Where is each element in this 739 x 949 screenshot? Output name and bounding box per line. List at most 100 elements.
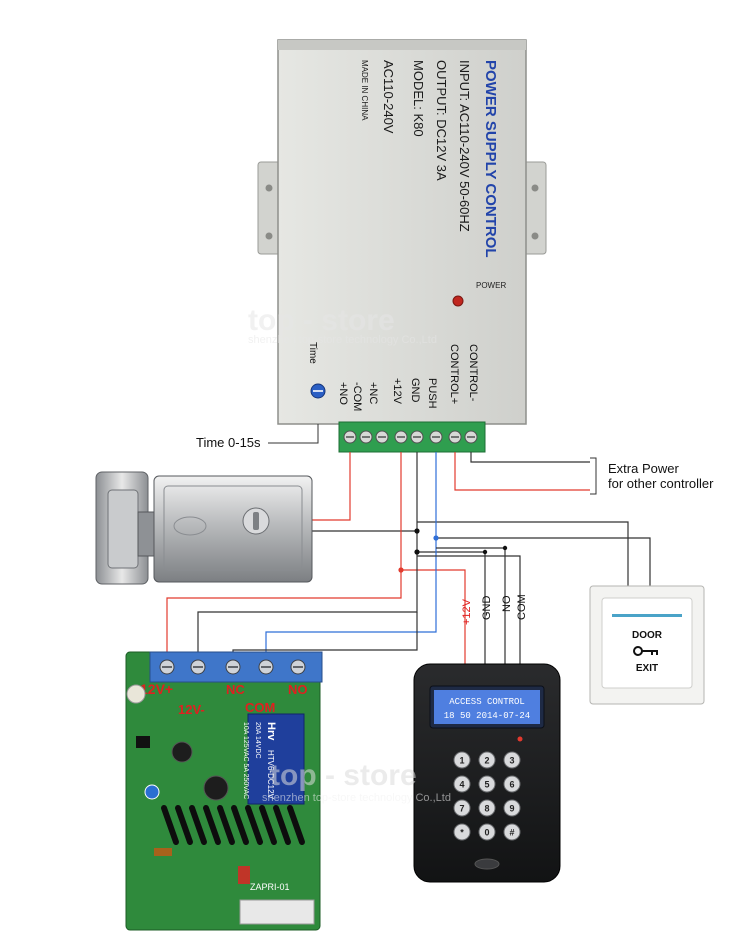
terminal-screw-icon [375,430,389,444]
receiver-label-12v-plus: 12V+ [140,681,173,697]
keypad-screen-line1: ACCESS CONTROL [449,697,525,707]
terminal-label-12v: +12V [391,378,403,405]
keypad-key[interactable]: 4 [453,775,471,793]
receiver-label-com: COM [245,700,275,715]
antenna-base-icon [126,684,146,704]
card-reader-icon [474,858,500,870]
wire-keypad-12v [400,452,466,664]
watermark-brand: top - store [248,304,395,337]
keypad-key[interactable]: * [453,823,471,841]
keypad-key[interactable]: # [503,823,521,841]
watermark-bottom: top - store shenzhen top-store technolog… [262,759,451,804]
keypad-screen-line2: 18 50 2014-07-24 [444,711,530,721]
led-icon [238,866,250,884]
keypad-wire-label-12v: +12V [461,598,473,625]
keypad-key[interactable]: 2 [478,751,496,769]
wire-receiver-gnd [197,531,418,655]
receiver-label-sticker [239,899,315,925]
keyhole-icon [253,512,259,530]
junction-dot-icon [398,567,404,573]
wire-keypad-gnd [417,551,486,664]
keypad-key-label: 6 [509,780,514,790]
power-led-icon [452,295,464,307]
junction-dot-icon [433,535,439,541]
wire-keypad-com [417,555,521,664]
relay-spec2: 10A 125VAC 5A 250VAC [242,722,249,799]
terminal-label-control-minus: CONTROL- [467,344,479,402]
electric-lock-icon [95,471,313,585]
psu-made-in: MADE IN CHINA [360,60,369,121]
keypad-key-label: 7 [459,804,464,814]
terminal-screw-icon [410,430,424,444]
keypad-wire-labels: +12V GND NO COM [461,594,528,625]
psu-output: OUTPUT: DC12V 3A [434,60,449,181]
access-keypad: ACCESS CONTROL 18 50 2014-07-24 1 2 3 4 5 6 7 8… [413,663,561,883]
keypad-key[interactable]: 5 [478,775,496,793]
inductor-icon [154,848,172,856]
psu-body [277,39,527,425]
lock-face [163,485,303,571]
extra-power-bracket [590,457,597,495]
psu-label-block: POWER SUPPLY CONTROL INPUT: AC110-240V 5… [360,60,499,258]
psu-title: POWER SUPPLY CONTROL [482,60,499,258]
relay-spec1: 20A 14VDC [254,722,261,759]
relay-model: HTV6-DC12V [266,750,275,800]
keypad-key-label: 3 [509,756,514,766]
junction-dot-icon [414,528,420,534]
receiver-label-no: NO [288,682,308,697]
keypad-key[interactable]: 9 [503,799,521,817]
terminal-label-push: PUSH [426,378,438,409]
time-pointer-line [268,424,319,444]
psu-input: INPUT: AC110-240V 50-60HZ [457,60,472,232]
wires [166,452,651,664]
watermark-top: top - store shenzhen top-store technolog… [248,304,437,346]
screw-hole-icon [531,184,539,192]
jumper-icon [136,736,150,748]
potentiometer-icon [310,383,326,399]
psu-voltage: AC110-240V [381,60,396,134]
keypad-key-label: 9 [509,804,514,814]
terminal-screw-icon [359,430,373,444]
wire-receiver-push [265,452,437,655]
relay-text-block: Hrv HTV6-DC12V 20A 14VDC 10A 125VAC 5A 2… [242,722,277,800]
keypad-key[interactable]: 3 [503,751,521,769]
psu-terminal-block [338,421,486,453]
receiver-label-nc: NC [226,682,245,697]
keypad-key[interactable]: 6 [503,775,521,793]
keypad-key-label: 8 [484,804,489,814]
wire-lock-red [312,452,351,521]
terminal-screw-icon [190,659,206,675]
junction-dot-icon [482,549,488,555]
keypad-wire-label-no: NO [501,595,513,612]
keypad-key[interactable]: 0 [478,823,496,841]
terminal-label-no: +NO [337,382,349,405]
watermark-brand: top - store [270,759,417,792]
keypad-key[interactable]: 1 [453,751,471,769]
terminal-screw-icon [159,659,175,675]
keypad-key-label: 2 [484,756,489,766]
terminal-label-control-plus: CONTROL+ [448,344,460,404]
keypad-key-label: 1 [459,756,464,766]
keypad-key-label: * [460,828,464,838]
terminal-screw-icon [429,430,443,444]
terminal-label-gnd: GND [409,378,421,403]
capacitor-icon [171,741,193,763]
keypad-key-label: # [509,828,514,838]
wire-exit-push [436,537,651,586]
terminal-screw-icon [343,430,357,444]
exit-button-door-label: DOOR [632,630,663,641]
lock-body [153,475,313,583]
keypad-key[interactable]: 8 [478,799,496,817]
extra-power-line2: for other controller [608,476,714,491]
psu-top-edge [278,40,526,50]
wire-extra-power-black [470,452,590,463]
keypad-key[interactable]: 7 [453,799,471,817]
exit-button: DOOR EXIT [589,585,705,705]
keypad-key-label: 5 [484,780,489,790]
extra-power-line1: Extra Power [608,461,679,476]
wire-receiver-12v [166,570,402,655]
terminal-screw-icon [464,430,478,444]
watermark-company: shenzhen top-store technology Co.,Ltd [262,792,451,804]
terminal-label-nc: +NC [367,382,379,404]
keypad-keys: 1 2 3 4 5 6 7 8 9 * 0 # [453,751,521,841]
